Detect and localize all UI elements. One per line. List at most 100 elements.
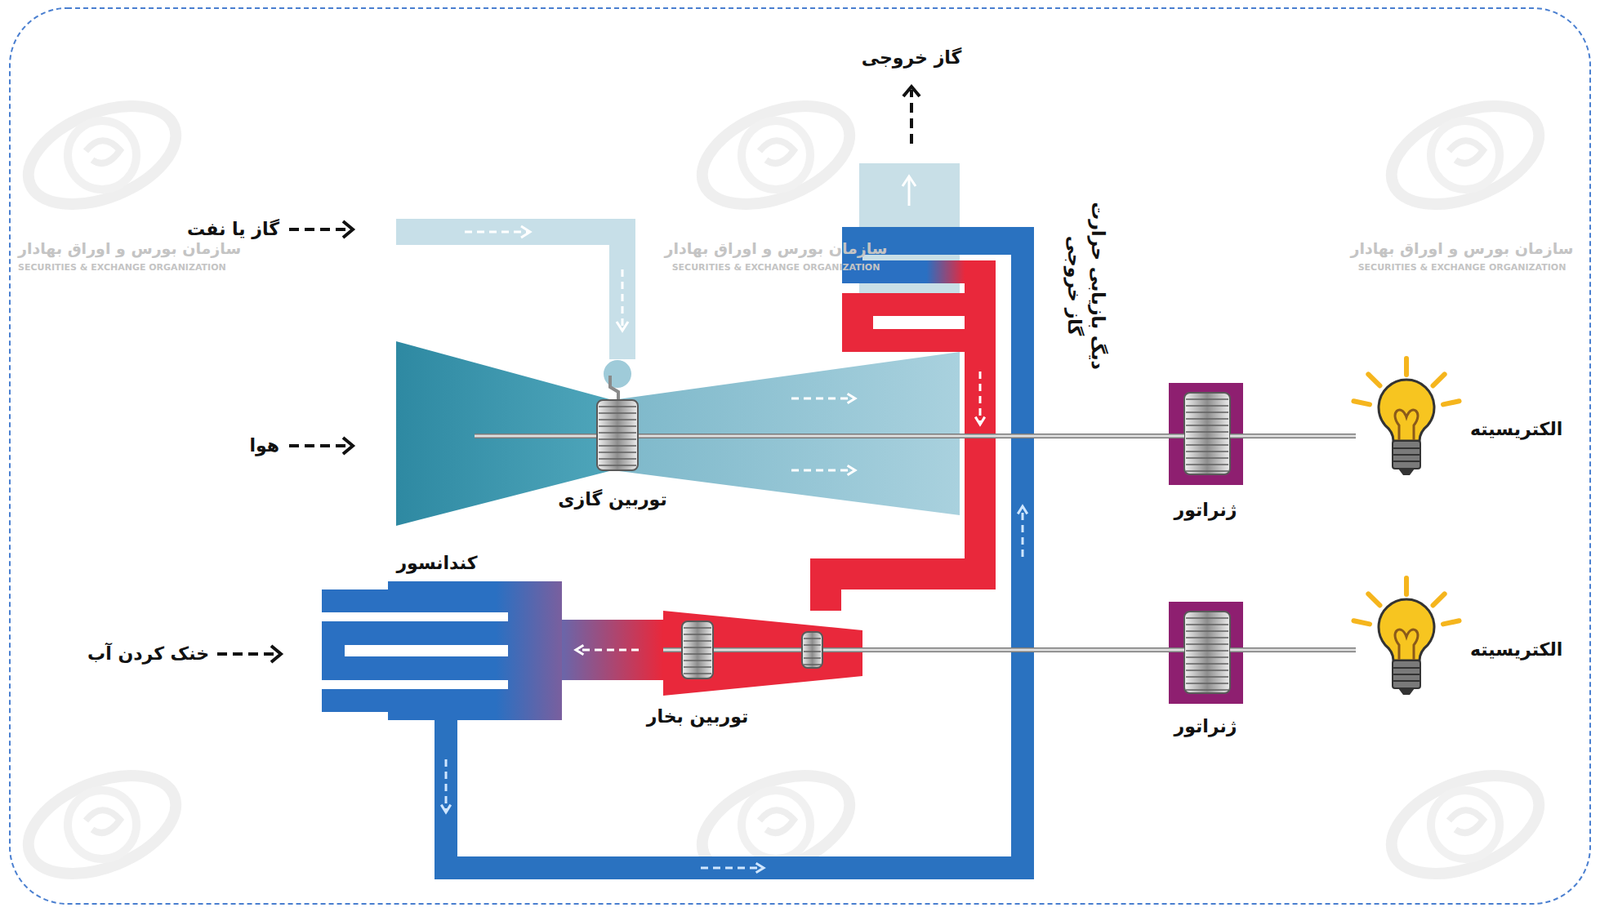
light-bulb-part [1353, 620, 1370, 624]
watermark: سازمان بورس و اوراق بهادار [17, 238, 241, 259]
output-label: گاز خروجی [861, 46, 963, 71]
connector-part [561, 619, 664, 681]
generator-part [1185, 623, 1229, 626]
connector-part [575, 649, 639, 652]
light-bulb-part [1393, 454, 1420, 456]
heat-recovery-boiler-label: دیگ بازیابی حرارت گاز خروجی [1061, 189, 1109, 383]
steam-turbine-part [683, 659, 712, 662]
gas-turbine-part [598, 405, 637, 408]
heat-recovery-boiler-part [908, 178, 911, 206]
steam-turbine-part [683, 640, 712, 642]
generator-part [1185, 663, 1229, 665]
connector-part [979, 371, 982, 425]
light-bulb-part [1393, 460, 1420, 463]
illustration-part [687, 86, 864, 224]
gas-turbine-part [474, 435, 960, 438]
illustration-part [13, 756, 190, 894]
generator-part [1185, 398, 1229, 401]
exhaust-steam-pipe [561, 645, 664, 655]
light-bulb-part [1403, 578, 1409, 595]
gas-turbine-part [598, 445, 637, 447]
light-bulb-part [1393, 667, 1420, 669]
steam-turbine-part [683, 646, 712, 649]
connector-part [1243, 647, 1356, 653]
connector-part [862, 647, 1169, 653]
illustration-part [1377, 86, 1553, 224]
light-bulb-part [1403, 358, 1409, 375]
gas-turbine-shape [396, 341, 960, 526]
generator-part [1185, 463, 1229, 466]
generator-part [1185, 643, 1229, 646]
gas-turbine-part [598, 412, 637, 415]
input-label: هوا [249, 434, 280, 459]
generator-part [1184, 392, 1231, 475]
light-bulb-part [1368, 374, 1380, 386]
gas-turbine-part [598, 438, 637, 441]
generator-part [1185, 630, 1229, 633]
connector-part [575, 645, 584, 655]
light-bulb-part [1378, 379, 1435, 442]
generator-part [1185, 424, 1229, 427]
gas-turbine-part [598, 432, 637, 434]
generator-part [1185, 431, 1229, 433]
condenser-part [321, 612, 509, 622]
light-bulb-part [1443, 401, 1460, 405]
illustration-part [289, 444, 352, 448]
light-bulb-part [1353, 401, 1370, 405]
gas-turbine-part [598, 464, 637, 467]
generator-part [1168, 601, 1244, 705]
illustration-part [343, 437, 353, 455]
generator-part [1185, 405, 1229, 407]
gas-turbine-part [847, 393, 856, 403]
generator-part [1185, 457, 1229, 460]
generator-part [1168, 383, 1244, 486]
gas-turbine-part [610, 375, 619, 401]
light-bulb-part [1393, 680, 1420, 682]
heat-recovery-boiler: دیگ بازیابی حرارت گاز خروجی [842, 163, 1034, 360]
condenser-part [344, 645, 509, 657]
steam-turbine-part [683, 666, 712, 669]
illustration-part [1377, 756, 1553, 894]
generator-part [1185, 617, 1229, 620]
generator-part [1185, 444, 1229, 446]
watermark: SECURITIES & EXCHANGE ORGANIZATION [672, 262, 881, 274]
light-bulb-part [1393, 673, 1420, 676]
connector-part [959, 433, 1169, 439]
shaft [862, 650, 1169, 651]
connector-part [1021, 506, 1025, 558]
steam-turbine-part [803, 664, 821, 666]
shaft [1243, 650, 1356, 651]
gas-turbine-part [597, 400, 638, 471]
steam-turbine-part [683, 627, 712, 629]
heat-recovery-boiler-part [1011, 227, 1034, 360]
connector-part [959, 435, 1169, 438]
watermark: SECURITIES & EXCHANGE ORGANIZATION [1358, 262, 1567, 274]
gas-turbine-part [603, 360, 632, 388]
generator-shape [1168, 383, 1244, 486]
input-label: گاز یا نفت [187, 218, 280, 242]
connector-part [445, 759, 448, 813]
gas-turbine: توربین گازی [396, 341, 960, 526]
gas-turbine-part [847, 465, 856, 475]
illustration-part [217, 652, 280, 656]
steam-turbine: توربین بخار [663, 610, 863, 696]
connector-part [441, 805, 451, 813]
generator-part [1185, 637, 1229, 639]
connector-part [1243, 649, 1356, 652]
light-bulb-part [1392, 660, 1421, 689]
illustration-part [13, 86, 190, 224]
light-bulb-part [1433, 593, 1445, 606]
condenser: کندانسور [321, 581, 562, 721]
illustration-part [9, 8, 1591, 905]
generator-part [1185, 418, 1229, 420]
light-bulb-part [1378, 599, 1435, 661]
generator-part [1185, 650, 1229, 652]
generator: ژنراتور [1168, 601, 1244, 705]
generator-part [1185, 437, 1229, 440]
steam-turbine-part [683, 672, 712, 675]
light-bulb-part [1433, 374, 1445, 386]
steam-turbine-part [681, 621, 714, 679]
generator-part [1185, 470, 1229, 473]
generator-label: ژنراتور [1174, 499, 1238, 523]
generator-part [1230, 433, 1244, 439]
